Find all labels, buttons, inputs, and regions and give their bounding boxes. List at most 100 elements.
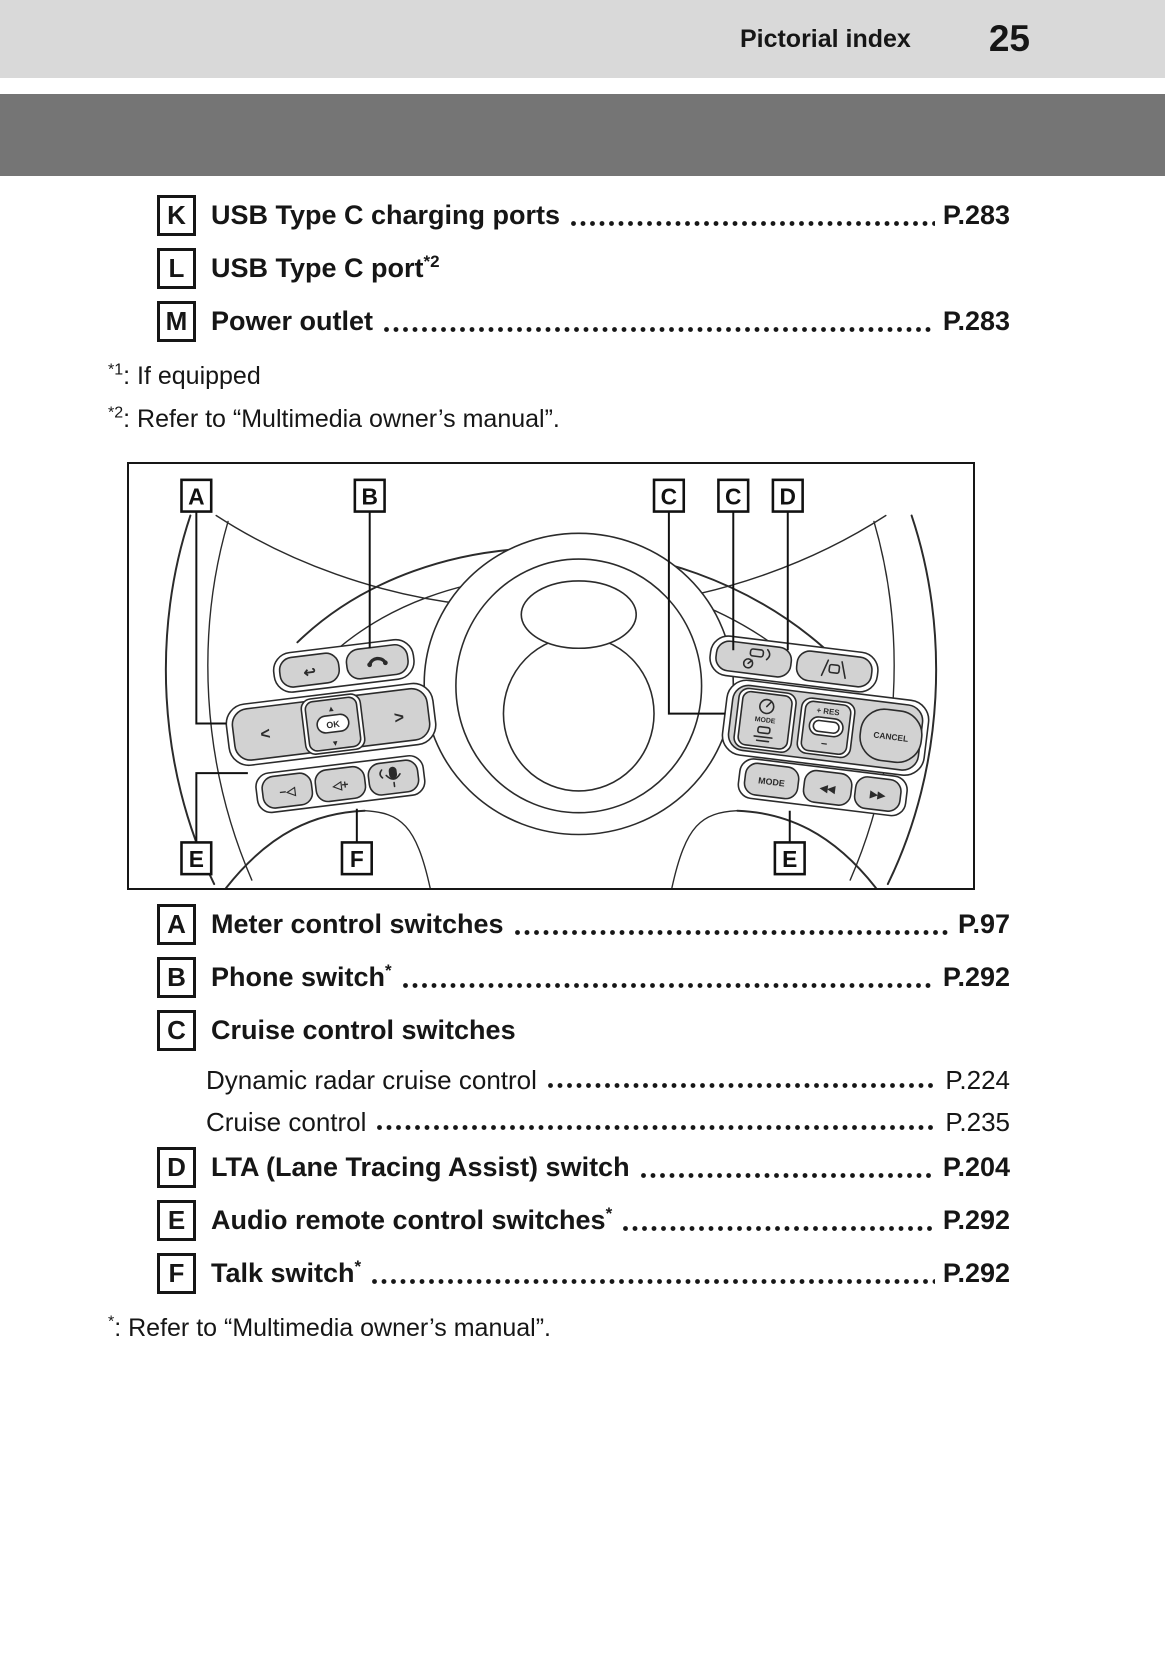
dot-leader (383, 326, 935, 333)
previous-track-icon: ◀◀ (818, 783, 836, 796)
page-reference: P.283 (942, 199, 1010, 230)
page-reference: P.235 (945, 1106, 1010, 1137)
item-key-badge: K (157, 194, 196, 236)
list-item: K USB Type C charging ports P.283 (157, 194, 1010, 236)
svg-text:C: C (661, 484, 677, 510)
item-label: Cruise control switches (211, 1014, 516, 1045)
microphone-icon (379, 766, 401, 788)
footnote: *2: Refer to “Multimedia owner’s manual”… (108, 404, 560, 433)
section-banner-bar (0, 94, 1165, 176)
list-item: E Audio remote control switches* P.292 (157, 1199, 1010, 1241)
footnote-marker: *2 (108, 404, 124, 422)
svg-text:F: F (350, 846, 364, 872)
item-key-badge: D (157, 1146, 196, 1188)
item-label: Dynamic radar cruise control (206, 1064, 537, 1095)
footnote-marker: *1 (108, 361, 124, 379)
top-footnotes: *1: If equipped *2: Refer to “Multimedia… (0, 355, 1165, 436)
bottom-index-list: A Meter control switches P.97 B Phone sw… (0, 890, 1165, 1294)
item-key-badge: E (157, 1199, 196, 1241)
footnote: *: Refer to “Multimedia owner’s manual”. (108, 1313, 551, 1342)
wheel-center-pad (423, 532, 735, 836)
res-label: + RES (816, 706, 840, 718)
phone-switch (345, 643, 409, 680)
item-key-badge: B (157, 956, 196, 998)
svg-text:E: E (189, 846, 204, 872)
page-reference: P.97 (957, 908, 1010, 939)
steering-wheel-art: ↩ < > ▲ ▼ OK −◁ ◁+ (164, 478, 938, 889)
callout-f: F (340, 841, 373, 876)
list-item: B Phone switch* P.292 (157, 956, 1010, 998)
dot-leader (622, 1225, 935, 1232)
cruise-mode-label: MODE (754, 716, 776, 726)
lta-switch (795, 650, 873, 688)
item-label: USB Type C charging ports (211, 199, 561, 230)
dot-leader (546, 1082, 938, 1089)
dot-leader (513, 929, 950, 936)
list-item: L USB Type C port*2 (157, 247, 1010, 289)
set-minus-label: − (820, 738, 828, 751)
callout-c1: C (652, 478, 686, 513)
dot-leader (570, 220, 935, 227)
item-label: Cruise control (206, 1106, 367, 1137)
sub-list-item: Dynamic radar cruise control P.224 (206, 1064, 1010, 1096)
list-item: F Talk switch* P.292 (157, 1252, 1010, 1294)
item-label: USB Type C port*2 (211, 251, 440, 283)
page-reference: P.292 (942, 1257, 1010, 1288)
vehicle-distance-icon (753, 725, 773, 743)
page-header: Pictorial index 25 (0, 0, 1165, 78)
next-track-icon: ▶▶ (868, 789, 887, 802)
steering-wheel-diagram: ↩ < > ▲ ▼ OK −◁ ◁+ (127, 462, 975, 890)
cancel-switch (859, 708, 923, 764)
lta-icon (820, 659, 846, 680)
item-key-badge: C (157, 1009, 196, 1051)
svg-text:B: B (361, 484, 377, 510)
sub-list-item: Cruise control P.235 (206, 1106, 1010, 1138)
footnote-marker: * (108, 1313, 115, 1331)
down-arrow-icon: ▼ (331, 738, 340, 748)
right-arrow-switch: > (393, 707, 405, 727)
list-item: C Cruise control switches (157, 1009, 1010, 1051)
page-reference: P.204 (942, 1151, 1010, 1182)
dot-leader (639, 1172, 935, 1179)
item-key-badge: F (157, 1252, 196, 1294)
footnote-marker: *2 (423, 251, 440, 271)
ok-button: OK (326, 719, 341, 731)
item-label: Audio remote control switches* (211, 1203, 613, 1235)
phone-icon (367, 656, 388, 668)
top-index-list: K USB Type C charging ports P.283 L USB … (0, 176, 1165, 342)
callout-b: B (353, 478, 386, 513)
callout-c2: C (717, 478, 750, 513)
left-arrow-switch: < (259, 724, 271, 744)
page-reference: P.224 (945, 1064, 1010, 1095)
back-switch (278, 652, 341, 688)
up-arrow-icon: ▲ (327, 704, 336, 714)
item-key-badge: A (157, 903, 196, 945)
list-item: A Meter control switches P.97 (157, 903, 1010, 945)
audio-mode-label: MODE (758, 775, 786, 788)
footnote: *1: If equipped (108, 361, 261, 390)
radar-cruise-icon (742, 648, 771, 669)
item-label: Phone switch* (211, 960, 392, 992)
item-key-badge: L (157, 247, 196, 289)
previous-track-switch (802, 769, 853, 806)
dot-leader (371, 1278, 935, 1285)
callout-e1: E (180, 841, 213, 876)
next-track-switch (853, 776, 902, 812)
list-item: D LTA (Lane Tracing Assist) switch P.204 (157, 1146, 1010, 1188)
callout-d: D (771, 478, 804, 513)
page-reference: P.292 (942, 961, 1010, 992)
volume-up-icon: ◁+ (331, 777, 350, 793)
callout-leader-lines (195, 511, 791, 843)
speedometer-icon (759, 698, 775, 715)
svg-text:A: A (188, 484, 204, 510)
back-icon: ↩ (303, 664, 317, 681)
footnote-marker: * (605, 1203, 613, 1223)
cruise-mode-switch (737, 690, 793, 750)
right-switch-cluster: MODE + RES − CANCEL MODE ◀◀ ▶▶ (709, 635, 930, 817)
volume-down-switch (261, 772, 314, 809)
footnote-marker: * (354, 1256, 362, 1276)
page-reference: P.292 (942, 1204, 1010, 1235)
left-switch-cluster: ↩ < > ▲ ▼ OK −◁ ◁+ (225, 638, 437, 814)
cancel-label: CANCEL (873, 730, 909, 744)
bottom-footnotes: *: Refer to “Multimedia owner’s manual”. (0, 1307, 1165, 1345)
